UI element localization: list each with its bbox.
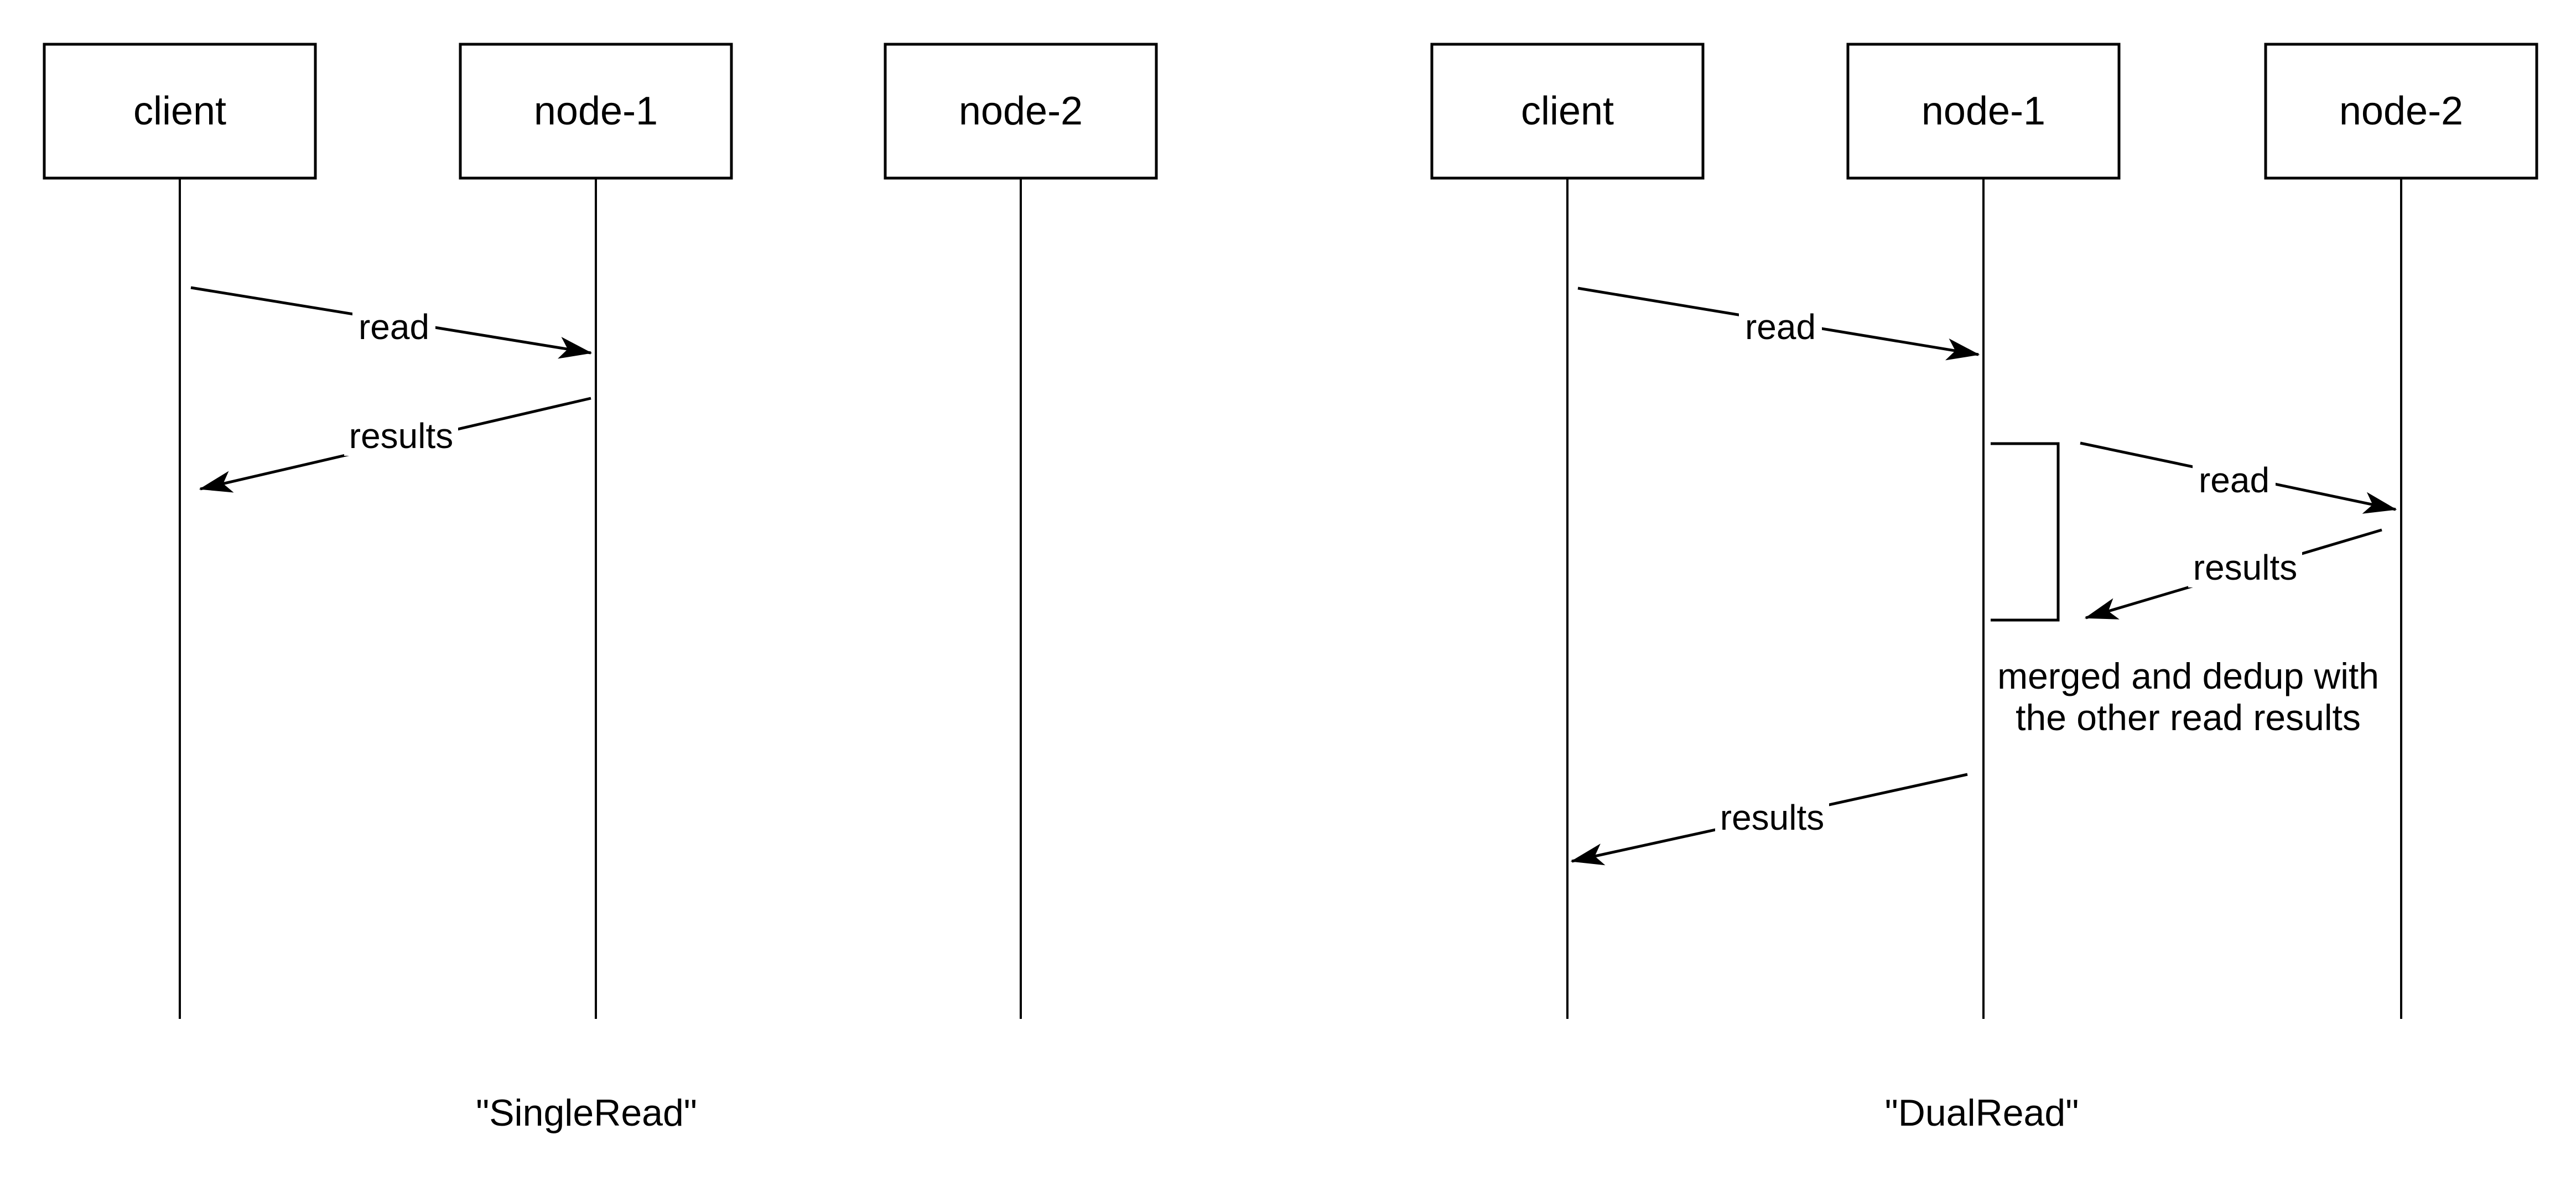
actor-label-node-2: node-2 — [2339, 89, 2463, 133]
actor-box-node-2 — [884, 43, 1158, 180]
note-text-line-2: the other read results — [2016, 697, 2361, 738]
panel-title-dualread: "DualRead" — [1885, 1092, 2079, 1134]
message-label-bg — [344, 419, 458, 456]
actor-label-node-1: node-1 — [534, 89, 658, 133]
message-label-bg — [2193, 464, 2276, 500]
actor-box-node-1 — [459, 43, 733, 180]
message-label-results: results — [1720, 798, 1825, 837]
actor-label-node-2: node-2 — [959, 89, 1083, 133]
message-label-read: read — [2199, 460, 2269, 500]
message-label-bg — [1715, 801, 1829, 837]
message-label-bg — [2188, 551, 2302, 587]
message-label-bg — [352, 310, 435, 347]
message-label-results: results — [349, 416, 454, 456]
message-label-results: results — [2193, 548, 2298, 587]
panel-dualread: client node-1 node-2 read read results m… — [1430, 43, 2538, 1134]
panel-title-singleread: "SingleRead" — [476, 1092, 697, 1134]
panel-singleread: client node-1 node-2 read results "Singl… — [43, 43, 1158, 1134]
actor-box-client — [43, 43, 317, 180]
message-label-bg — [1739, 310, 1822, 347]
note-text-line-1: merged and dedup with — [1997, 655, 2379, 696]
message-label-read: read — [1745, 307, 1816, 347]
actor-label-client: client — [133, 89, 226, 133]
actor-box-node-1 — [1846, 43, 2121, 180]
activation-bracket — [1991, 442, 2060, 622]
actor-label-node-1: node-1 — [1921, 89, 2045, 133]
actor-box-node-2 — [2264, 43, 2538, 180]
actor-box-client — [1430, 43, 1705, 180]
message-label-read: read — [359, 307, 429, 347]
actor-label-client: client — [1521, 89, 1614, 133]
